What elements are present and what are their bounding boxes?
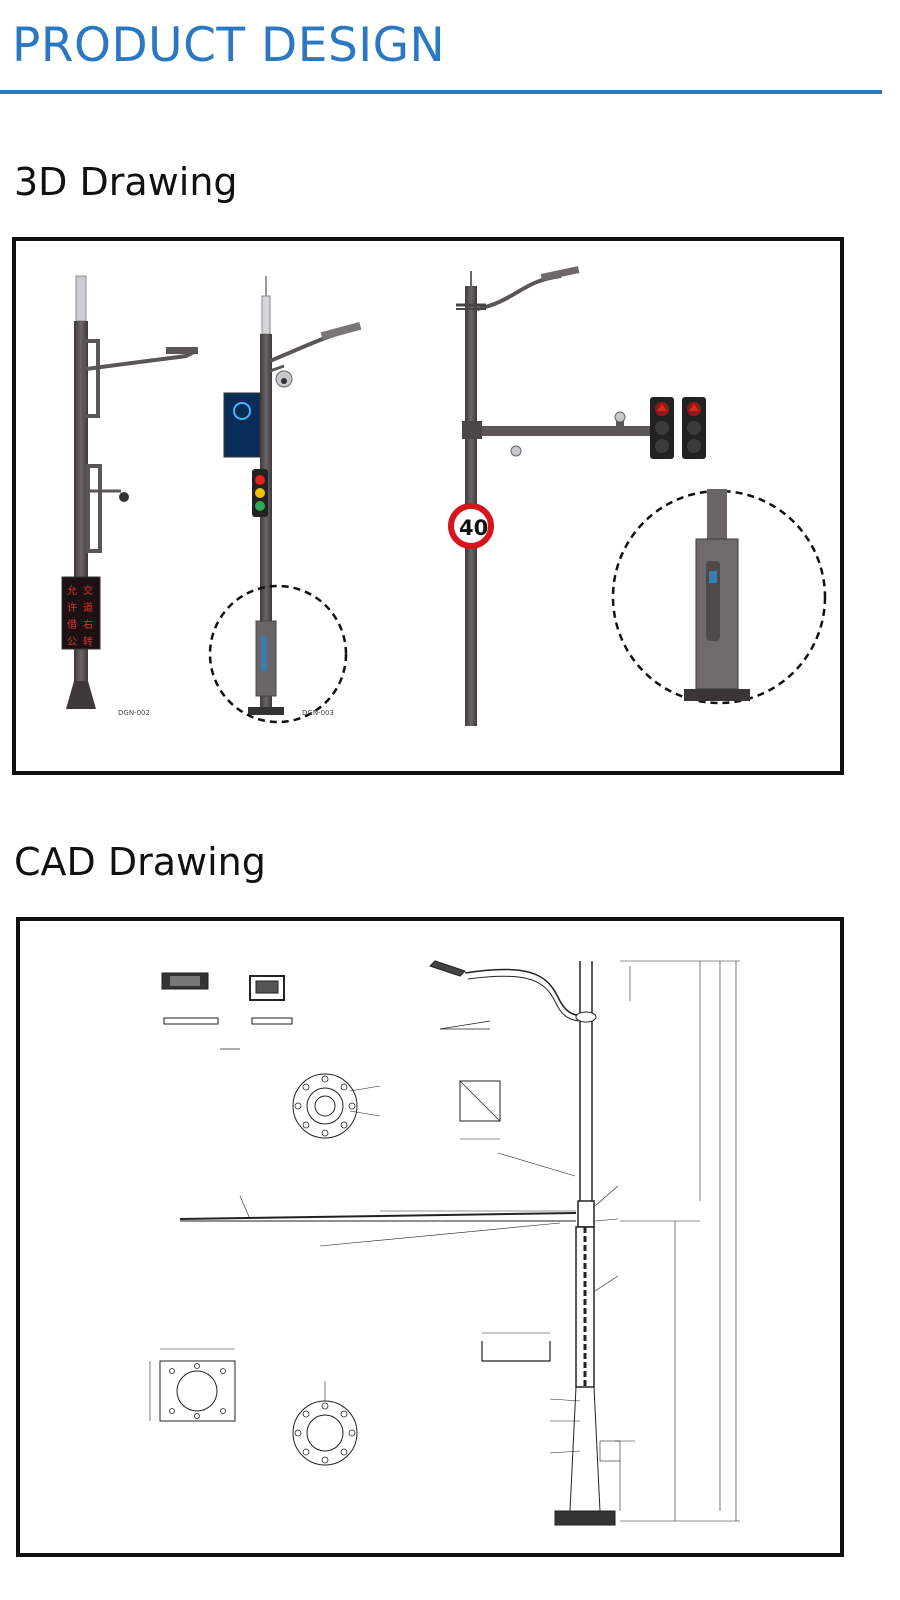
page-title: PRODUCT DESIGN [12, 18, 446, 73]
smart-pole-2: DGN-003 [208, 276, 362, 724]
led-char-3: 许 [67, 602, 77, 614]
led-char-2: 交 [83, 584, 93, 597]
model-label-1: DGN-002 [118, 709, 150, 717]
led-char-1: 允 [67, 584, 77, 597]
led-char-8: 转 [83, 635, 93, 648]
title-divider [0, 90, 882, 94]
smart-pole-1: 允 交 许 道 借 右 公 转 DGN-002 [61, 275, 198, 717]
drawing-3d-illustration: 允 交 许 道 借 右 公 转 DGN-002 DGN-003 [61, 266, 827, 726]
drawing-3d-panel: 允 交 许 道 借 右 公 转 DGN-002 DGN-003 [12, 237, 844, 775]
section-heading-3d: 3D Drawing [14, 160, 238, 204]
led-char-4: 道 [83, 601, 93, 614]
led-char-7: 公 [67, 637, 77, 648]
cad-drawing-panel [16, 917, 844, 1557]
traffic-pole: 40 [448, 266, 827, 726]
cad-drawing-illustration [149, 960, 740, 1526]
led-char-6: 右 [83, 618, 93, 631]
speed-limit-sign: 40 [459, 516, 488, 540]
led-char-5: 借 [67, 619, 77, 631]
model-label-2: DGN-003 [302, 709, 334, 717]
section-heading-cad: CAD Drawing [14, 840, 266, 884]
